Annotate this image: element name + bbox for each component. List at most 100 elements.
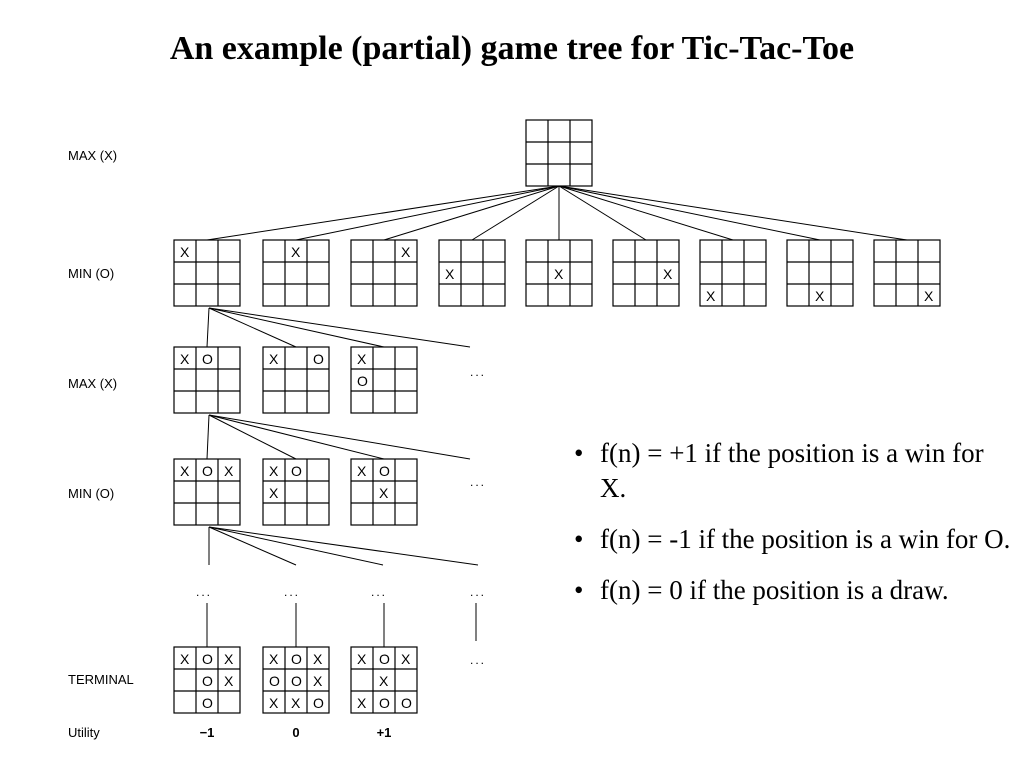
x-mark: X (924, 288, 934, 304)
o-mark: O (379, 695, 390, 711)
min-board: X (612, 239, 680, 307)
bullet-symbol: • (574, 524, 584, 554)
tree-edge (558, 185, 908, 241)
ellipsis-marker: ... (371, 585, 387, 599)
x-mark: X (357, 651, 367, 667)
tree-edge (206, 307, 210, 348)
x-mark: X (269, 651, 279, 667)
o-mark: O (202, 651, 213, 667)
bullet-text: f(n) = 0 if the position is a draw. (600, 575, 949, 605)
o-mark: O (313, 351, 324, 367)
x-mark: X (224, 463, 234, 479)
x-mark: X (379, 485, 389, 501)
evaluation-bullets: • f(n) = +1 if the position is a win for … (572, 436, 1012, 624)
root-board (525, 119, 593, 187)
min-board: X (786, 239, 854, 307)
x-mark: X (180, 651, 190, 667)
utility-row-label: Utility (68, 725, 100, 740)
utility-value: +1 (377, 725, 392, 740)
x-mark: X (663, 266, 673, 282)
bullet-text: f(n) = +1 if the position is a win for X… (600, 438, 984, 503)
min-board: X (873, 239, 941, 307)
x-mark: X (313, 673, 323, 689)
tree-edge (295, 185, 560, 241)
tree-edge-elided (208, 526, 384, 566)
utility-value: −1 (200, 725, 215, 740)
o-mark: O (269, 673, 280, 689)
ellipsis-marker: ... (284, 585, 300, 599)
x-mark: X (445, 266, 455, 282)
level-label: MIN (O) (68, 486, 114, 501)
x-mark: X (180, 351, 190, 367)
min-board: X (262, 239, 330, 307)
tree-edge (558, 185, 821, 241)
ellipsis-marker: ... (470, 585, 486, 599)
bullet-text: f(n) = -1 if the position is a win for O… (600, 524, 1011, 554)
x-mark: X (180, 463, 190, 479)
o-mark: O (202, 351, 213, 367)
o-mark: O (291, 651, 302, 667)
tree-edge (208, 414, 297, 460)
tree-edge (208, 307, 385, 348)
min-board: X (438, 239, 506, 307)
x-mark: X (291, 695, 301, 711)
max-board: XO (350, 346, 418, 414)
board-frame (525, 119, 593, 187)
o-mark: O (291, 463, 302, 479)
x-mark: X (269, 351, 279, 367)
x-mark: X (269, 695, 279, 711)
x-mark: X (180, 244, 190, 260)
tree-edge-elided (208, 526, 297, 566)
tree-edge (206, 185, 560, 241)
min-board: X (525, 239, 593, 307)
min-board: X (173, 239, 241, 307)
o-mark: O (379, 651, 390, 667)
tree-edge-elided (208, 526, 479, 566)
o-mark: O (379, 463, 390, 479)
bullet-symbol: • (574, 575, 584, 605)
x-mark: X (313, 651, 323, 667)
x-mark: X (224, 651, 234, 667)
x-mark: X (269, 463, 279, 479)
x-mark: X (554, 266, 564, 282)
o-mark: O (357, 373, 368, 389)
x-mark: X (357, 463, 367, 479)
level-label: MAX (X) (68, 376, 117, 391)
o-mark: O (202, 463, 213, 479)
level-label: TERMINAL (68, 672, 134, 687)
bullet-win-x: • f(n) = +1 if the position is a win for … (572, 436, 1012, 506)
bullet-draw: • f(n) = 0 if the position is a draw. (572, 573, 1012, 608)
o-mark: O (291, 673, 302, 689)
utility-value: 0 (292, 725, 299, 740)
tree-edge (558, 185, 647, 241)
x-mark: X (706, 288, 716, 304)
x-mark: X (357, 351, 367, 367)
level-label: MAX (X) (68, 148, 117, 163)
bullet-win-o: • f(n) = -1 if the position is a win for … (572, 522, 1012, 557)
tree-edge (471, 185, 560, 241)
level-label: MIN (O) (68, 266, 114, 281)
x-mark: X (815, 288, 825, 304)
x-mark: X (379, 673, 389, 689)
ellipsis-marker: ... (470, 653, 486, 667)
x-mark: X (224, 673, 234, 689)
tree-edge (208, 307, 297, 348)
o-mark: O (202, 673, 213, 689)
tree-edge (558, 185, 734, 241)
min-board: X (350, 239, 418, 307)
bullet-symbol: • (574, 438, 584, 468)
ellipsis-marker: ... (470, 475, 486, 489)
x-mark: X (357, 695, 367, 711)
tree-edge-elided (208, 414, 471, 460)
tree-edge (208, 414, 385, 460)
slide-title: An example (partial) game tree for Tic-T… (169, 30, 855, 67)
